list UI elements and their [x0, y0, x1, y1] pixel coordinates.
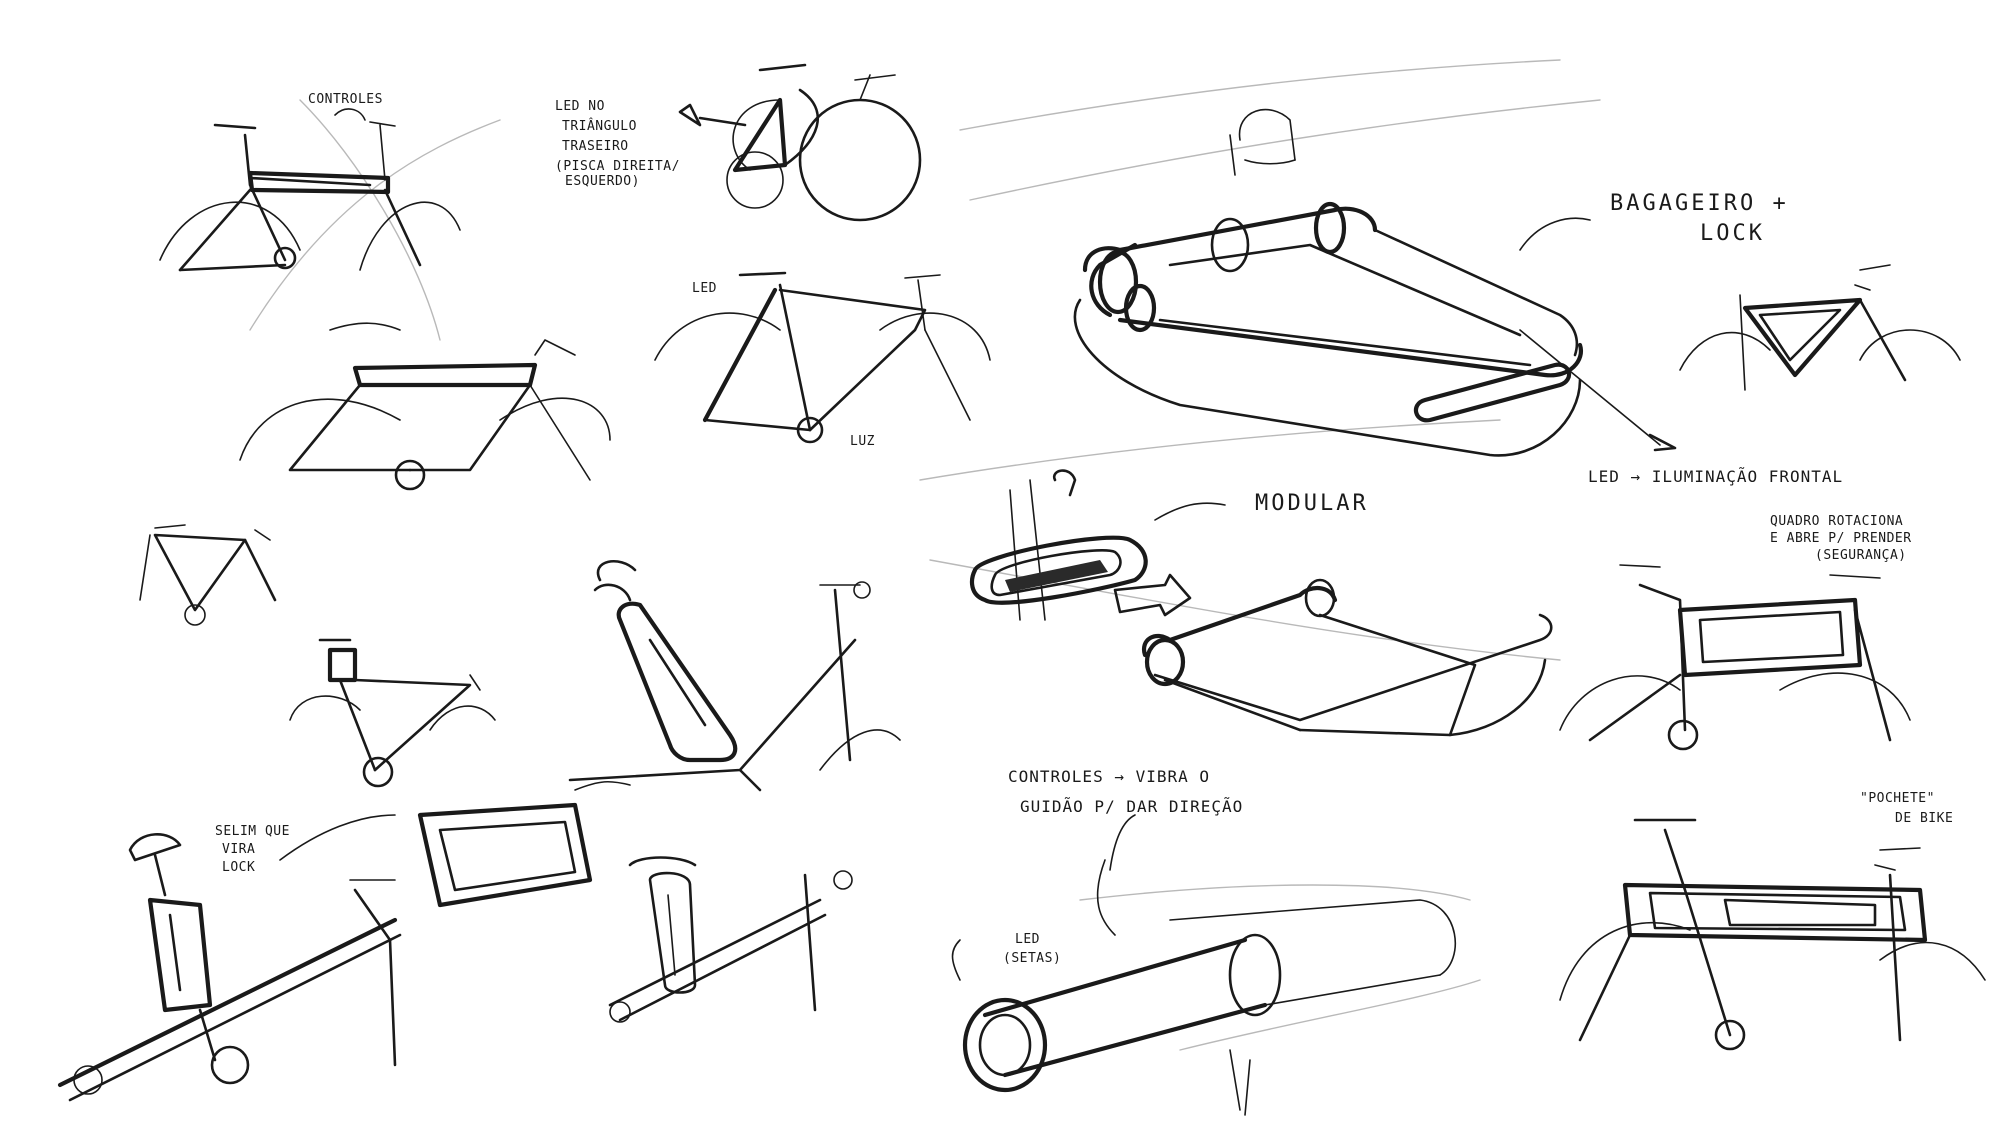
sketch-seatpost-box — [289, 638, 496, 788]
note-led-rear-3: TRASEIRO — [562, 139, 629, 154]
note-led-rear-2: TRIÂNGULO — [562, 118, 637, 134]
sketch-seat-tube-loop — [608, 856, 853, 1023]
sketch-bike-led-luz — [654, 271, 991, 444]
note-bagageiro-2: LOCK — [1700, 221, 1765, 246]
sketch-rear-triangle-led — [678, 63, 922, 222]
sketch-bike-toptube-box — [239, 322, 611, 491]
note-selim-1: SELIM QUE — [215, 824, 290, 839]
note-modular: MODULAR — [1255, 491, 1369, 516]
note-controles-vibra-1: CONTROLES → VIBRA O — [1008, 767, 1210, 786]
sketch-handlebar-grip — [951, 814, 1457, 1116]
note-pochete-1: "POCHETE" — [1860, 791, 1935, 806]
note-quadro-2: E ABRE P/ PRENDER — [1770, 531, 1912, 546]
note-led-frontal: LED → ILUMINAÇÃO FRONTAL — [1588, 467, 1843, 486]
sketch-modular-insert — [969, 469, 1553, 737]
sketch-frame-pouch — [1559, 818, 1986, 1051]
note-selim-2: VIRA — [222, 842, 255, 857]
note-led-rear-5: ESQUERDO) — [565, 174, 640, 189]
note-controles-vibra-2: GUIDÃO P/ DAR DIREÇÃO — [1020, 797, 1243, 816]
note-quadro-3: (SEGURANÇA) — [1815, 548, 1907, 563]
note-led-setas-2: (SETAS) — [1003, 951, 1061, 966]
sketch-bike-controls — [159, 108, 461, 272]
note-quadro-1: QUADRO ROTACIONA — [1770, 514, 1903, 529]
note-led-setas-1: LED — [1015, 932, 1040, 947]
sketch-saddle-lock — [57, 802, 593, 1102]
note-led-rear-4: (PISCA DIREITA/ — [555, 159, 680, 174]
note-led-rear-1: LED NO — [555, 99, 605, 114]
note-led-mid: LED — [692, 281, 717, 296]
note-controles-top: CONTROLES — [308, 92, 383, 107]
note-luz: LUZ — [850, 434, 875, 449]
note-bagageiro-1: BAGAGEIRO + — [1610, 191, 1789, 216]
note-selim-3: LOCK — [222, 860, 255, 875]
sketch-small-frame — [139, 524, 277, 626]
sketch-luggage-rack — [1073, 108, 1677, 457]
sketch-seat-tube-bag — [568, 560, 901, 792]
note-pochete-2: DE BIKE — [1895, 811, 1953, 826]
sketch-frame-bag-right — [1679, 264, 1961, 391]
sketch-rotating-frame — [1559, 564, 1911, 751]
